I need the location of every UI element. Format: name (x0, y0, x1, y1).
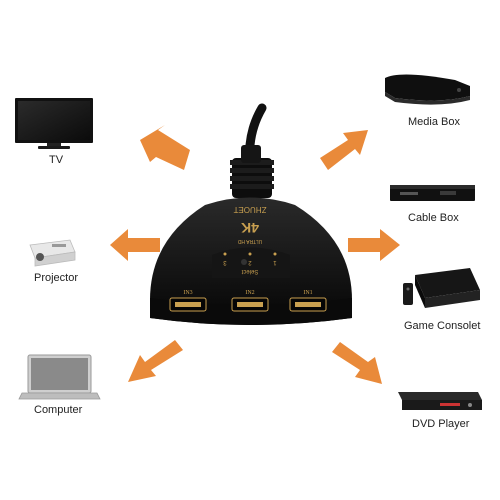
hdmi-cable (230, 103, 274, 198)
arrow-to-cable-box (348, 229, 400, 261)
device-label-game-console: Game Consolet (404, 320, 481, 332)
arrow-to-media-box (320, 130, 368, 170)
projector-icon (29, 239, 76, 267)
arrow-to-projector (110, 229, 160, 261)
arrow-to-computer (128, 340, 183, 382)
device-label-projector: Projector (34, 272, 79, 284)
port-label-in2: IN2 (245, 290, 254, 296)
arrow-to-dvd-player (332, 342, 382, 384)
switch-brand-text: ZHUOET (233, 205, 266, 214)
device-label-tv: TV (49, 154, 64, 166)
arrow-to-tv (140, 125, 190, 170)
cable-box-icon (390, 185, 475, 201)
computer-icon (18, 354, 101, 400)
game-console-icon (403, 268, 480, 308)
device-label-computer: Computer (34, 404, 83, 416)
port-label-in1: IN1 (303, 290, 312, 296)
tv-icon (15, 98, 93, 149)
device-label-dvd-player: DVD Player (412, 418, 470, 430)
indicator-number-1: 1 (273, 259, 277, 265)
switch-resolution-text: 4K (241, 220, 259, 236)
media-box-icon (385, 74, 470, 105)
indicator-number-2: 2 (248, 259, 252, 265)
dvd-player-icon (398, 392, 482, 410)
switch-select-text: Select (241, 268, 258, 274)
hdmi-switch: ZHUOET 4K ULTRA HD Select 3 2 1 IN3 IN2 … (150, 197, 352, 325)
device-label-media-box: Media Box (408, 116, 460, 128)
device-label-cable-box: Cable Box (408, 212, 459, 224)
indicator-number-3: 3 (223, 259, 227, 265)
port-label-in3: IN3 (183, 290, 192, 296)
switch-resolution-sub-text: ULTRA HD (237, 238, 262, 244)
